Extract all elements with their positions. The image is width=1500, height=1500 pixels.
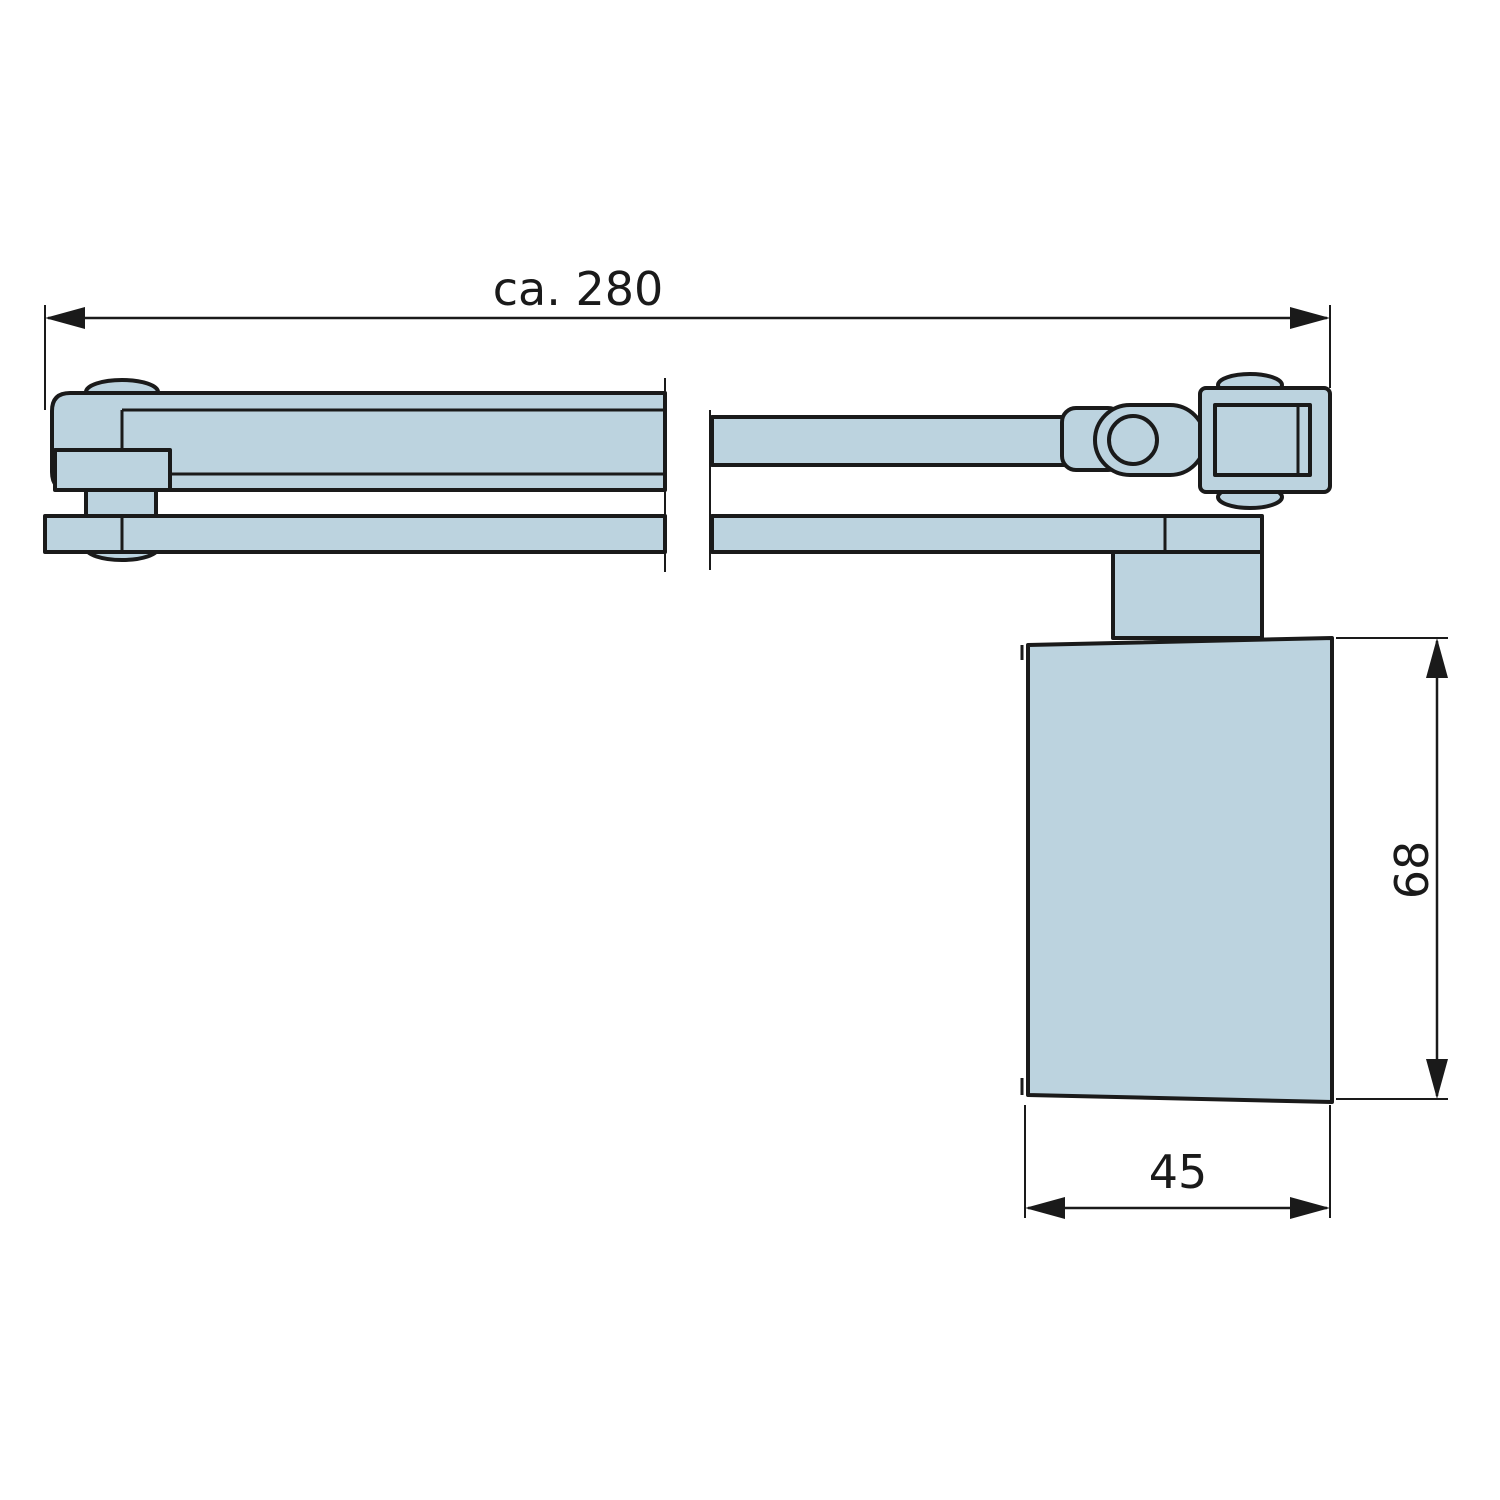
closer-body — [1020, 636, 1334, 1104]
elbow-joint — [1060, 403, 1207, 477]
spindle-neck — [1111, 550, 1264, 640]
lower-arm — [43, 514, 1264, 554]
dimension-body-width: 45 — [1024, 1105, 1331, 1219]
body-height-label: 68 — [1385, 841, 1439, 900]
shoe-bracket — [1198, 386, 1332, 494]
dimension-overall-length: ca. 280 — [44, 262, 1331, 410]
upper-arm — [50, 391, 1077, 492]
body-width-label: 45 — [1149, 1145, 1208, 1199]
dimension-body-height: 68 — [1336, 637, 1448, 1100]
break-gap — [664, 375, 711, 575]
overall-length-label: ca. 280 — [493, 262, 664, 316]
